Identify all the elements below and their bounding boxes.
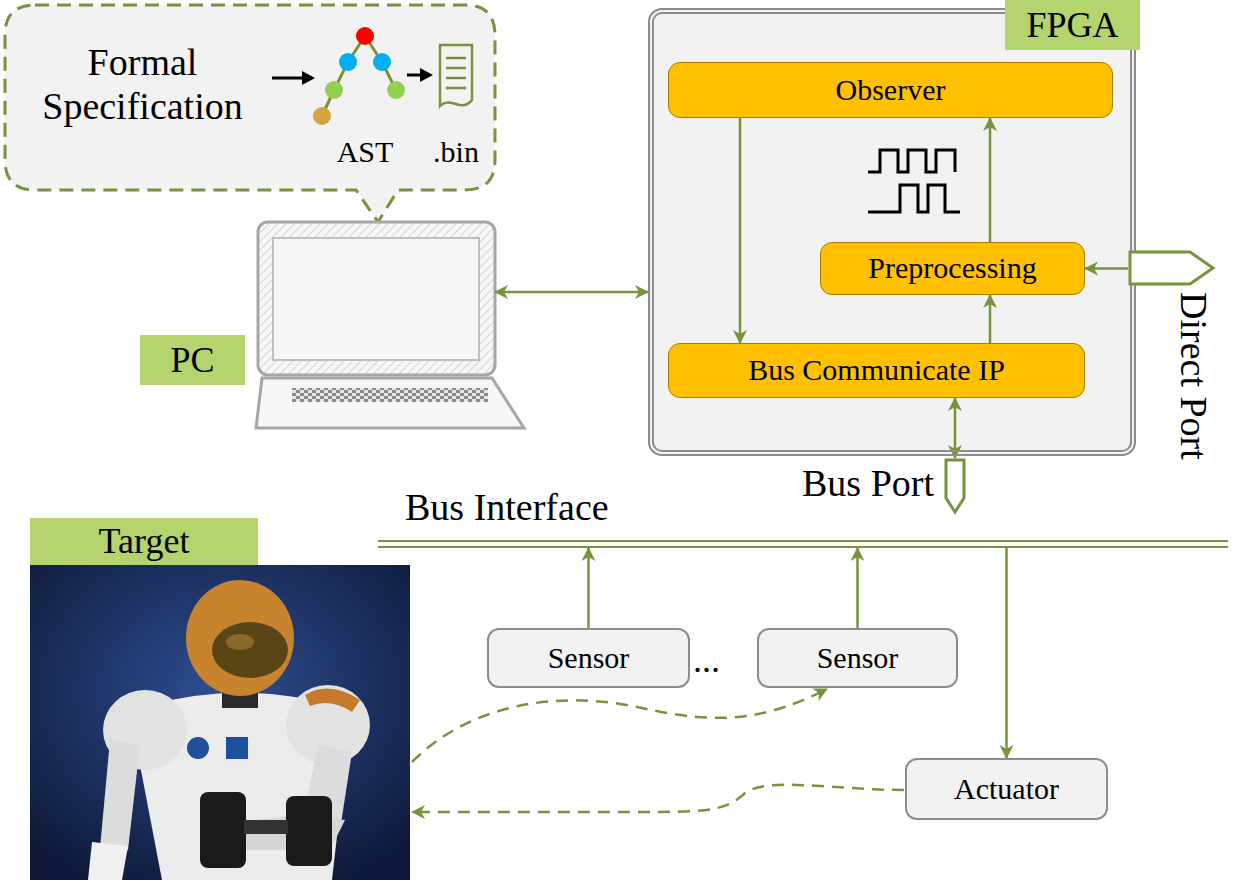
pc-tag: PC	[140, 335, 245, 385]
art-shape	[313, 107, 331, 125]
connector-arrow	[856, 548, 859, 628]
dashed-signal-arrow	[412, 785, 904, 812]
art-shape	[339, 53, 357, 71]
fpga-tag: FPGA	[1005, 0, 1140, 50]
port-label: Bus Port	[752, 462, 934, 506]
connector-arrow	[495, 291, 648, 294]
art-shape	[302, 71, 315, 85]
process-box: Bus Communicate IP	[668, 343, 1085, 398]
art-shape	[446, 57, 466, 60]
actuator-box: Actuator	[905, 758, 1108, 820]
art-shape	[373, 53, 391, 71]
art-shape	[446, 67, 466, 70]
node-label: Bus Communicate IP	[748, 353, 1005, 388]
connector-arrow	[1005, 548, 1008, 758]
port-outline	[1130, 252, 1213, 284]
node-label: Sensor	[817, 641, 899, 676]
robot-photo	[30, 565, 410, 880]
art-shape	[88, 842, 128, 880]
connector-arrow	[1085, 267, 1128, 270]
art-shape	[868, 150, 955, 172]
art-shape	[387, 81, 405, 99]
connector-arrow	[954, 398, 957, 458]
art-shape	[186, 580, 294, 696]
art-shape	[440, 45, 472, 106]
spec-label: Formal Specification	[15, 41, 270, 128]
target-tag: Target	[30, 518, 258, 565]
art-shape	[200, 792, 246, 868]
art-shape	[258, 222, 495, 375]
fpga-board: FPGAObserverPreprocessingBus Communicate…	[648, 8, 1136, 456]
art-shape	[244, 820, 288, 834]
callout-bubble: Formal SpecificationAST .bin	[5, 5, 495, 190]
fpga-board-fill	[648, 8, 1136, 456]
art-shape	[446, 87, 466, 90]
bus-line: Bus Interface	[378, 486, 1228, 548]
connector-arrow	[989, 118, 992, 242]
art-shape	[356, 27, 374, 45]
art-shape	[100, 740, 140, 850]
art-shape	[292, 388, 488, 402]
art-shape	[286, 796, 332, 866]
art-shape	[5, 5, 495, 222]
process-box: Observer	[668, 62, 1113, 118]
port-shape	[1128, 250, 1216, 286]
connector-arrow	[989, 295, 992, 343]
art-shape	[226, 737, 248, 759]
art-shape	[305, 689, 360, 712]
connector-arrow	[739, 118, 742, 343]
laptop-illustration	[256, 222, 524, 428]
node-label: Observer	[836, 73, 946, 108]
port-label: Direct Port	[1171, 292, 1215, 460]
port-outline	[946, 460, 964, 512]
node-label: Actuator	[954, 772, 1059, 807]
node-label: Sensor	[548, 641, 630, 676]
art-shape	[212, 622, 288, 678]
art-shape	[868, 185, 960, 212]
dashed-signal-arrow	[412, 689, 827, 762]
port-connector: Direct Port	[1128, 250, 1216, 286]
art-shape	[446, 77, 466, 80]
binary-file-icon	[440, 45, 472, 106]
ellipsis-label: ...	[693, 640, 720, 681]
callout-bubble-shape	[5, 5, 495, 222]
art-shape	[187, 737, 209, 759]
waveform-symbol	[868, 150, 960, 212]
node-label: Preprocessing	[868, 251, 1036, 286]
ast-tree-icon	[313, 27, 405, 125]
pc-laptop: PC	[255, 220, 495, 375]
file-label: .bin	[415, 135, 497, 170]
ast-label: AST	[330, 135, 400, 170]
bus-label: Bus Interface	[405, 486, 609, 530]
art-shape	[420, 68, 433, 82]
bus-band	[378, 540, 1228, 548]
art-shape	[30, 565, 410, 880]
process-box: Preprocessing	[820, 242, 1085, 295]
art-shape	[325, 81, 343, 99]
target-robot: Target	[30, 518, 410, 880]
port-connector: Bus Port	[944, 458, 966, 514]
port-shape	[944, 458, 966, 514]
connector-arrow	[587, 548, 590, 628]
art-shape	[272, 77, 306, 80]
art-shape	[273, 238, 479, 360]
art-shape	[226, 634, 254, 650]
sensor-box: Sensor	[487, 628, 690, 688]
art-shape	[256, 378, 524, 428]
sensor-box: Sensor	[757, 628, 958, 688]
